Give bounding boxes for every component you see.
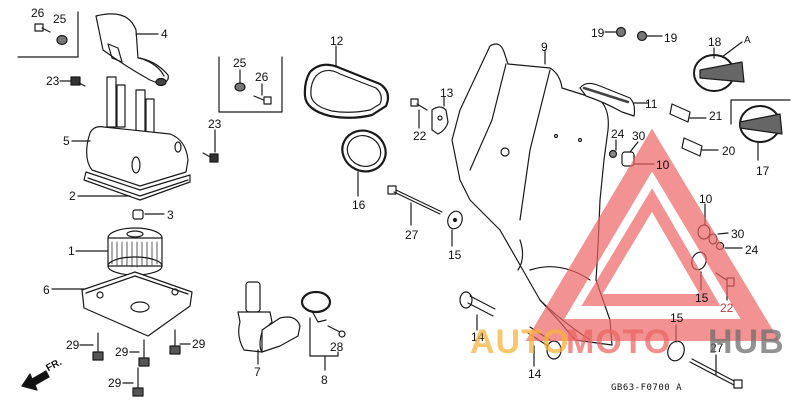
front-arrow-icon (21, 370, 50, 391)
bolt-22a-and-bracket-13 (410, 96, 449, 135)
callout-14[interactable]: 14 (528, 367, 542, 381)
callout-29[interactable]: 29 (115, 345, 129, 359)
callout-18[interactable]: 18 (708, 35, 722, 49)
callout-30[interactable]: 30 (731, 227, 745, 241)
bolts-29 (79, 329, 191, 397)
callout-3[interactable]: 3 (167, 208, 174, 222)
part-18-emblem (693, 41, 745, 92)
callout-22[interactable]: 22 (413, 129, 427, 143)
pins-14 (459, 291, 562, 367)
callout-24[interactable]: 24 (745, 243, 759, 257)
bolt-23b-icon (202, 129, 219, 163)
fasteners-24-30-10-a (608, 139, 655, 167)
callout-23[interactable]: 23 (208, 117, 222, 131)
callout-29[interactable]: 29 (108, 376, 122, 390)
callout-15[interactable]: 15 (670, 311, 684, 325)
watermark-moto: MOTO (566, 323, 672, 361)
part-7-elbow (237, 281, 301, 365)
drawing-code: GB63-F0700 A (611, 383, 683, 393)
callout-25[interactable]: 25 (233, 56, 247, 70)
callout-14[interactable]: 14 (471, 330, 485, 344)
reference-marker-a: A (744, 35, 751, 46)
callout-15[interactable]: 15 (695, 291, 709, 305)
part-5-housing (71, 76, 191, 201)
bracket-group-25-26-b (218, 56, 283, 113)
part-12-seal (303, 45, 390, 119)
callout-24[interactable]: 24 (611, 127, 625, 141)
callout-21[interactable]: 21 (709, 109, 723, 123)
callout-29[interactable]: 29 (66, 338, 80, 352)
plates-21-20 (669, 103, 719, 157)
washer-15c-and-bolt-27b (667, 324, 743, 389)
callout-29[interactable]: 29 (192, 337, 206, 351)
callout-27[interactable]: 27 (405, 228, 419, 242)
callout-28[interactable]: 28 (330, 340, 344, 354)
grommets-19 (604, 26, 663, 42)
callout-26[interactable]: 26 (31, 6, 45, 20)
part-16-ring (341, 129, 387, 197)
callout-16[interactable]: 16 (352, 198, 366, 212)
callout-7[interactable]: 7 (254, 365, 261, 379)
callout-12[interactable]: 12 (330, 34, 344, 48)
callout-25[interactable]: 25 (53, 12, 67, 26)
part-1-filter (75, 227, 163, 276)
watermark-hub: HUB (708, 323, 785, 361)
part-3-grommet (132, 209, 165, 220)
part-6-tray (51, 271, 193, 337)
callout-11[interactable]: 11 (645, 97, 658, 111)
part-11-strip (579, 82, 649, 117)
callout-15[interactable]: 15 (448, 248, 462, 262)
callout-23[interactable]: 23 (46, 74, 60, 88)
bracket-group-25-26 (17, 11, 79, 58)
callout-4[interactable]: 4 (161, 27, 168, 41)
watermark-auto: AUTO (470, 323, 570, 361)
part-8-clamp (300, 290, 346, 371)
callout-26[interactable]: 26 (255, 70, 269, 84)
callout-27[interactable]: 27 (710, 341, 724, 355)
callout-1[interactable]: 1 (68, 244, 75, 258)
bolt-27a-and-washer-15a (387, 185, 463, 247)
bolt-23a-icon (59, 76, 86, 87)
callout-22[interactable]: 22 (720, 301, 734, 315)
callout-19[interactable]: 19 (591, 26, 605, 40)
callout-6[interactable]: 6 (43, 283, 50, 297)
callout-2[interactable]: 2 (69, 189, 76, 203)
watermark-triangle (525, 128, 780, 341)
callout-9[interactable]: 9 (541, 40, 548, 54)
callout-10[interactable]: 10 (656, 158, 670, 172)
callout-20[interactable]: 20 (722, 144, 736, 158)
callout-5[interactable]: 5 (63, 134, 70, 148)
part-4-shield (95, 13, 169, 87)
nut-25-icon (56, 34, 68, 46)
bolt-26-icon (34, 23, 51, 33)
callout-30[interactable]: 30 (632, 129, 646, 143)
callout-17[interactable]: 17 (756, 164, 770, 178)
callout-19[interactable]: 19 (664, 31, 678, 45)
callout-10[interactable]: 10 (699, 192, 713, 206)
callout-13[interactable]: 13 (440, 86, 454, 100)
callout-8[interactable]: 8 (321, 373, 328, 387)
part-17-emblem (730, 99, 791, 161)
